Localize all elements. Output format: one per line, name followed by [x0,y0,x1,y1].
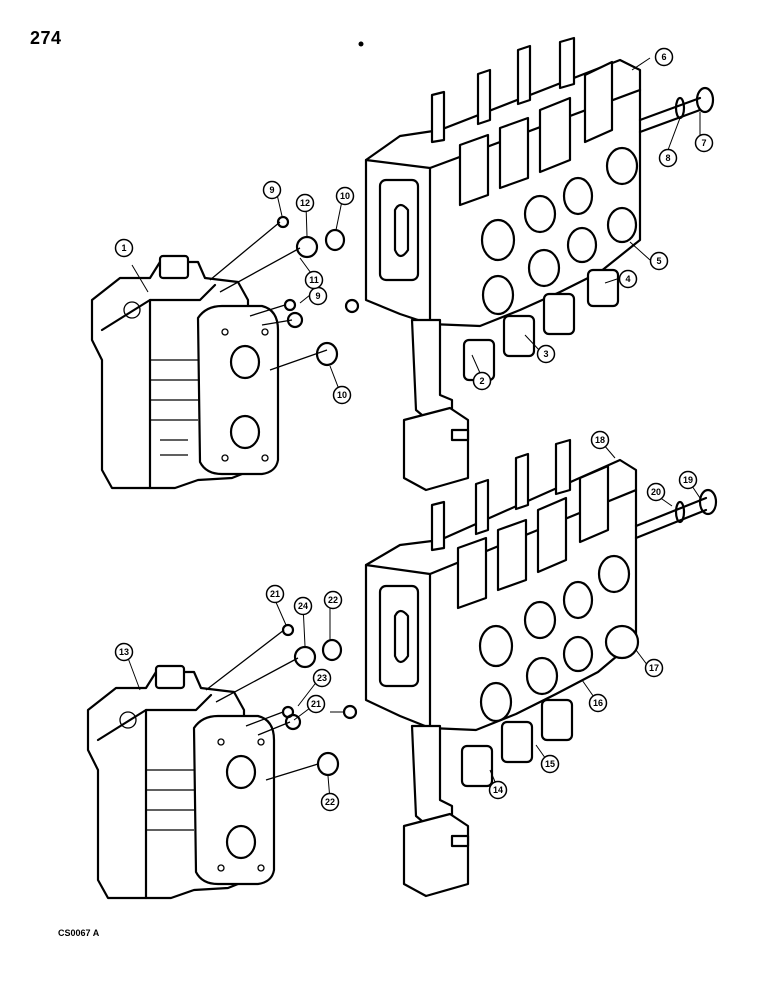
callout-9-upper: 9 [262,180,282,200]
page-number: 274 [30,28,62,48]
callout-8-label: 8 [665,153,670,163]
callout-22-lower: 22 [320,792,340,812]
callout-21-upper-label: 21 [270,589,280,599]
callout-24-label: 24 [298,601,308,611]
callout-18-label: 18 [595,435,605,445]
callout-20-label: 20 [651,487,661,497]
callout-16: 16 [588,693,608,713]
callout-21-lower-label: 21 [311,699,321,709]
callout-23: 23 [312,668,332,688]
callout-12-label: 12 [300,198,310,208]
inlet-section-top [90,254,280,490]
callout-18: 18 [590,430,610,450]
callout-16-label: 16 [593,698,603,708]
callout-11-label: 11 [309,275,319,285]
callout-9-lower: 9 [308,286,328,306]
callout-6-label: 6 [661,52,666,62]
callout-4-label: 4 [625,274,630,284]
callout-21-lower: 21 [306,694,326,714]
callout-3-label: 3 [543,349,548,359]
callout-6: 6 [654,47,674,67]
callout-9-upper-label: 9 [269,185,274,195]
callout-10-lower: 10 [332,385,352,405]
callout-17-label: 17 [649,663,659,673]
callout-14-label: 14 [493,785,503,795]
callout-4: 4 [618,269,638,289]
callout-10-lower-label: 10 [337,390,347,400]
callout-10-upper-label: 10 [340,191,350,201]
callout-14: 14 [488,780,508,800]
registration-dot [358,41,364,47]
callout-5-label: 5 [656,256,661,266]
callout-19-label: 19 [683,475,693,485]
callout-9-lower-label: 9 [315,291,320,301]
callout-13-label: 13 [119,647,129,657]
callout-2: 2 [472,371,492,391]
bottom-valve-assembly [86,438,718,900]
figure-code: CS0067 A [58,928,100,938]
valve-stack-top [364,36,715,492]
callout-15-label: 15 [545,759,555,769]
callout-22-upper-label: 22 [328,595,338,605]
callout-22-lower-label: 22 [325,797,335,807]
callout-5: 5 [649,251,669,271]
callout-3: 3 [536,344,556,364]
valve-stack-bottom [364,438,718,898]
callout-23-label: 23 [317,673,327,683]
callout-13: 13 [114,642,134,662]
o-rings-top [209,215,360,371]
o-rings-bottom [205,623,358,781]
callout-15: 15 [540,754,560,774]
callout-19: 19 [678,470,698,490]
callout-21-upper: 21 [265,584,285,604]
callout-24: 24 [293,596,313,616]
inlet-section-bottom [86,664,276,900]
callout-7: 7 [694,133,714,153]
callout-1-label: 1 [121,243,126,253]
callout-12: 12 [295,193,315,213]
callout-20: 20 [646,482,666,502]
callout-1: 1 [114,238,134,258]
callout-22-upper: 22 [323,590,343,610]
callout-7-label: 7 [701,138,706,148]
top-valve-assembly [90,36,715,492]
callout-11: 11 [304,270,324,290]
callout-2-label: 2 [479,376,484,386]
callout-10-upper: 10 [335,186,355,206]
callout-8: 8 [658,148,678,168]
callout-17: 17 [644,658,664,678]
